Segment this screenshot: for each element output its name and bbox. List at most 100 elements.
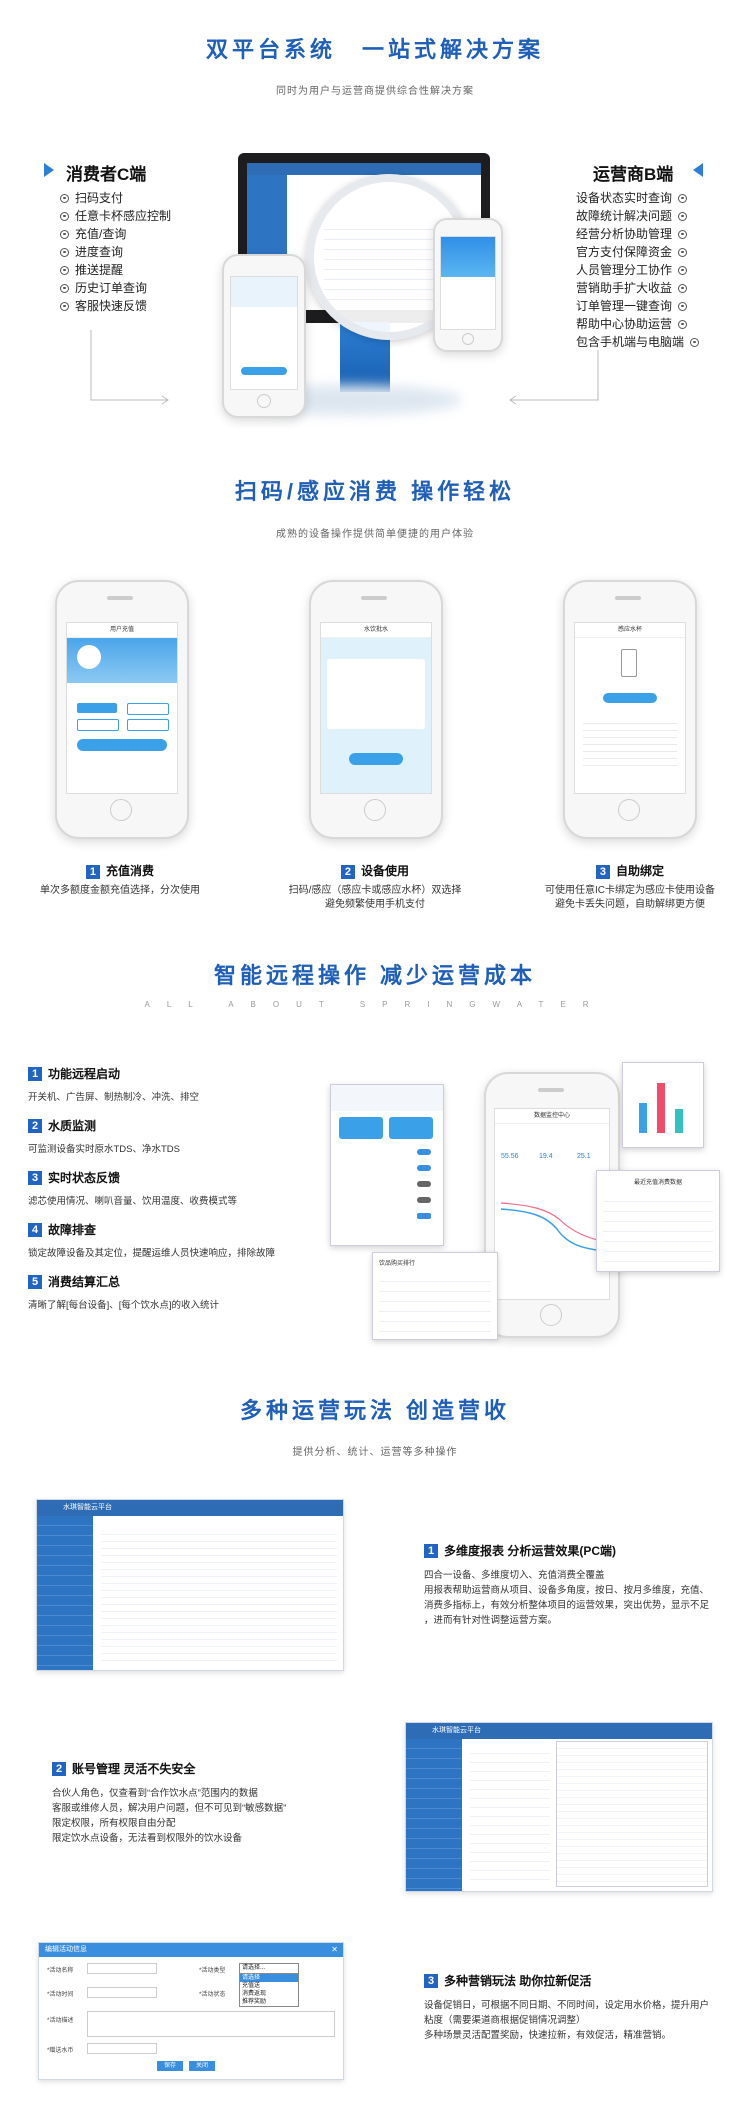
consumer-feature-item: 充值/查询 (54, 225, 171, 243)
circle-bullet-icon (60, 229, 69, 239)
activity-time-input[interactable] (87, 1987, 157, 1998)
ranking-title: 饮品购买排行 (379, 1261, 416, 1267)
circle-bullet-icon (678, 211, 688, 221)
feature-label: 充值/查询 (75, 227, 127, 241)
feature-label: 帮助中心协助运营 (576, 317, 673, 331)
circle-bullet-icon (678, 283, 688, 293)
remote-feature-desc: 清晰了解[每台设备]、[每个饮水点]的收入统计 (28, 1300, 220, 1311)
device-control-card (330, 1084, 444, 1246)
connector-lines (90, 330, 599, 405)
feature-label: 官方支付保障资金 (576, 245, 673, 259)
coin-input[interactable] (87, 2043, 157, 2054)
remote-feature-desc: 锁定故障设备及其定位，提醒运维人员快速响应，排除故障 (28, 1248, 276, 1259)
account-permission-screenshot: 水琪智能云平台 (405, 1722, 713, 1892)
feature-label: 进度查询 (75, 245, 124, 259)
feature-label: 扫码支付 (75, 191, 124, 205)
circle-bullet-icon (60, 193, 69, 203)
circle-bullet-icon (678, 319, 688, 329)
feature-label: 包含手机端与电脑端 (576, 335, 685, 349)
activity-form-screenshot: 编辑活动信息 ✕ *活动名称 *活动类型 请选择... 请选择 充值送 消费返现… (38, 1942, 344, 2080)
feature-label: 经营分析协助管理 (576, 227, 673, 241)
activity-name-input[interactable] (87, 1963, 157, 1974)
phone-dashboard: 数据监控中心 55.56 19.4 25.1 (484, 1072, 620, 1338)
hero-phone-consumer (222, 254, 306, 418)
section2-subtitle: 成熟的设备操作提供简单便捷的用户体验 (276, 529, 474, 540)
cup-icon (621, 649, 637, 677)
circle-bullet-icon (60, 211, 69, 221)
operator-feature-item: 包含手机端与电脑端 (576, 333, 705, 351)
stat-1: 55.56 (501, 1153, 519, 1160)
operator-feature-item: 经营分析协助管理 (576, 225, 705, 243)
feature-label: 推送提醒 (75, 263, 124, 277)
consumer-feature-item: 扫码支付 (54, 189, 171, 207)
report-desc: 四合一设备、多维度切入、充值消费全覆盖用报表帮助运营商从项目、设备多角度，按日、… (424, 1570, 710, 1626)
cap-binding-desc1: 可使用任意IC卡绑定为感应卡使用设备 (545, 885, 715, 896)
circle-bullet-icon (690, 337, 700, 347)
phone-binding-title: 感应水杯 (575, 623, 685, 638)
phone-recharge-title: 用户充值 (67, 623, 177, 638)
section3-title: 智能远程操作 减少运营成本 (213, 963, 537, 988)
feature-label: 客服快速反馈 (75, 299, 148, 313)
phone-device-title: 水饮批水 (321, 623, 431, 638)
operator-title: 运营商B端 (593, 165, 674, 184)
feature-label: 订单管理一键查询 (576, 299, 673, 313)
operator-feature-item: 设备状态实时查询 (576, 189, 705, 207)
consumer-arrow-icon (44, 163, 54, 177)
platform-header: 水琪智能云平台 (37, 1500, 343, 1516)
platform-header-2: 水琪智能云平台 (406, 1723, 712, 1739)
form-close-icon[interactable]: ✕ (331, 1945, 338, 1954)
summary-table-card: 最近充值消费数据 (596, 1170, 720, 1272)
stat-2: 19.4 (539, 1153, 553, 1160)
close-button[interactable]: 关闭 (189, 2061, 215, 2071)
feature-label: 人员管理分工协作 (576, 263, 673, 277)
save-button[interactable]: 保存 (157, 2061, 183, 2071)
consumer-feature-item: 进度查询 (54, 243, 171, 261)
feature-label: 设备状态实时查询 (576, 191, 673, 205)
section3-spaced-caption: ALL ABOUT SPRINGWATER (144, 1000, 606, 1009)
section1-subtitle: 同时为用户与运营商提供综合性解决方案 (276, 86, 474, 97)
operator-arrow-icon (693, 163, 703, 177)
operator-feature-item: 故障统计解决问题 (576, 207, 705, 225)
consumer-feature-item: 历史订单查询 (54, 279, 171, 297)
consumer-feature-list: 扫码支付任意卡杯感应控制充值/查询进度查询推送提醒历史订单查询客服快速反馈 (54, 189, 171, 315)
phone-self-binding: 感应水杯 (563, 580, 697, 839)
consumer-feature-item: 推送提醒 (54, 261, 171, 279)
phone-recharge: 用户充值 (55, 580, 189, 839)
operator-feature-list: 设备状态实时查询故障统计解决问题经营分析协助管理官方支付保障资金人员管理分工协作… (576, 189, 705, 351)
operator-feature-item: 帮助中心协助运营 (576, 315, 705, 333)
consumer-feature-item: 客服快速反馈 (54, 297, 171, 315)
circle-bullet-icon (60, 247, 69, 257)
feature-label: 故障统计解决问题 (576, 209, 673, 223)
remote-feature-desc: 滤芯使用情况、喇叭音量、饮用温度、收费模式等 (28, 1196, 238, 1207)
circle-bullet-icon (678, 301, 688, 311)
circle-bullet-icon (678, 193, 688, 203)
activity-type-options[interactable]: 请选择 充值送 消费返现 推荐奖励 (239, 1973, 299, 2007)
stat-3: 25.1 (577, 1153, 591, 1160)
cap-binding-desc2: 避免卡丢失问题，自助解绑更方便 (555, 899, 705, 910)
ranking-list-card: 饮品购买排行 (372, 1252, 498, 1340)
report-table-screenshot: 水琪智能云平台 (36, 1499, 344, 1671)
circle-bullet-icon (678, 265, 688, 275)
consumer-title: 消费者C端 (66, 165, 147, 184)
activity-desc-input[interactable] (87, 2011, 335, 2037)
form-title: 编辑活动信息 (39, 1943, 343, 1957)
dashboard-title: 数据监控中心 (495, 1109, 609, 1124)
circle-bullet-icon (60, 265, 69, 275)
bar-chart-card (622, 1062, 704, 1148)
section1-title: 双平台系统 一站式解决方案 (205, 37, 544, 62)
dashboard-line-chart (500, 1202, 604, 1252)
circle-bullet-icon (678, 229, 688, 239)
avatar (77, 645, 101, 669)
